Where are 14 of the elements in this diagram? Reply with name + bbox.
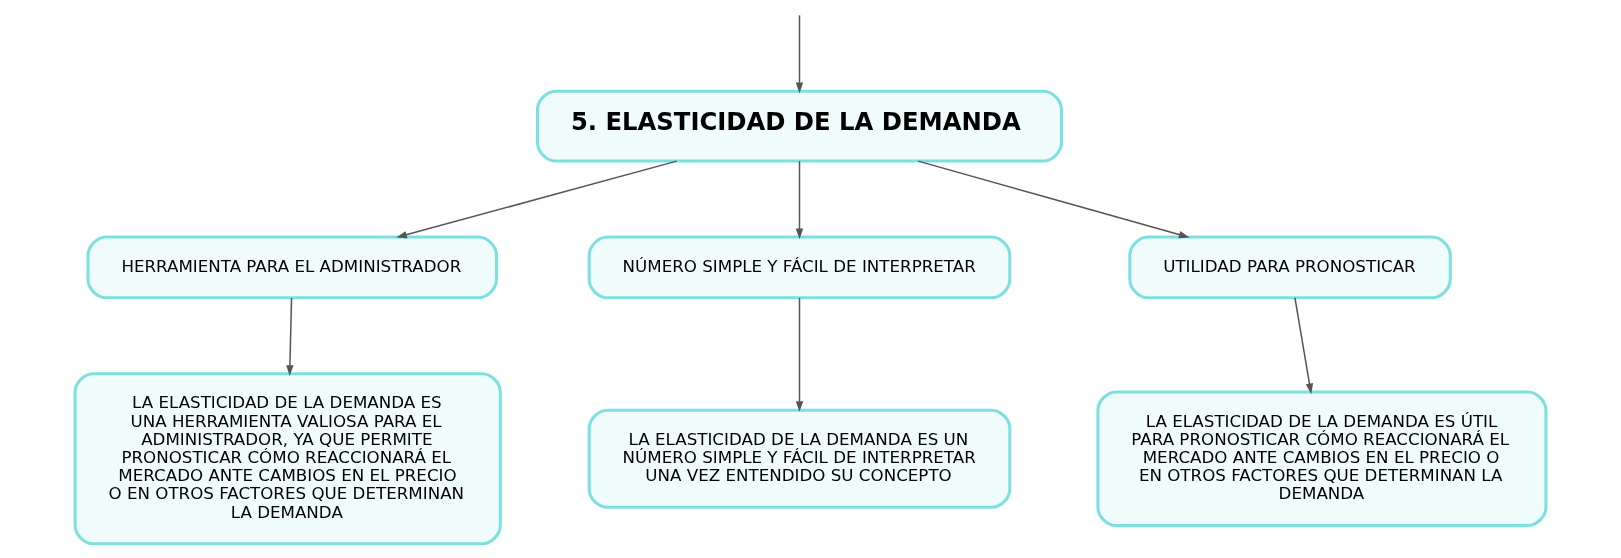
node-box: LA ELASTICIDAD DE LA DEMANDA ES ÚTIL PARA PRONOSTICAR CÓMO REACCIONARÁ EL MERCADO ANTE CAMBIOS EN EL PRECIO O EN OTROS FACTORES QUE DETERMINAN LA DEMANDA [1096, 390, 1548, 528]
node-box: UTILIDAD PARA PRONOSTICAR [1128, 235, 1452, 300]
arrow [795, 160, 804, 240]
arrow [396, 160, 678, 239]
arrow [795, 297, 804, 412]
arrow [286, 297, 294, 376]
arrow [917, 160, 1190, 239]
node-box: LA ELASTICIDAD DE LA DEMANDA ES UN NÚMERO SIMPLE Y FÁCIL DE INTERPRETAR UNA VEZ ENTENDIDO SU CONCEPTO [587, 408, 1012, 509]
node-box: 5. ELASTICIDAD DE LA DEMANDA [536, 89, 1063, 163]
node-box: LA ELASTICIDAD DE LA DEMANDA ES UNA HERRAMIENTA VALIOSA PARA EL ADMINISTRADOR, YA QUE PERMITE PRONOSTICAR CÓMO REACCIONARÁ EL MERCADO ANTE CAMBIOS EN EL PRECIO O EN OTROS FACTORES QUE DETERMINAN LA DEMANDA [73, 372, 502, 546]
node-box: NÚMERO SIMPLE Y FÁCIL DE INTERPRETAR [587, 235, 1012, 300]
arrow [1294, 297, 1314, 395]
node-box: HERRAMIENTA PARA EL ADMINISTRADOR [86, 235, 499, 300]
arrow [795, 14, 804, 94]
